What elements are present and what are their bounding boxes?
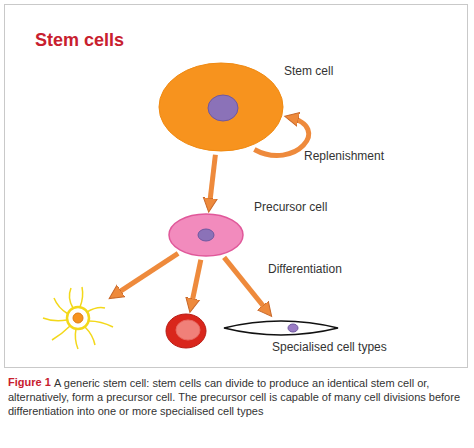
flow-arrow [224, 257, 269, 313]
stem-cell-body [159, 63, 283, 151]
red-cell-centre [176, 320, 200, 340]
flow-arrow [191, 260, 201, 309]
stem-cell: Stem cell [158, 62, 284, 152]
precursor-cell: Precursor cell [168, 213, 244, 257]
neuron-dendrite [52, 326, 70, 340]
cell-nucleus [288, 324, 298, 332]
cell-outline [158, 62, 284, 152]
neuron-dendrite [85, 327, 95, 345]
cell-outline [40, 286, 116, 352]
neuron-dendrite [69, 288, 73, 308]
cell-nucleus [198, 229, 214, 241]
neuron-dendrite [75, 329, 78, 349]
cell-outline [165, 313, 207, 349]
neuron-dendrite [54, 298, 68, 314]
diagram-title: Stem cells [35, 30, 124, 51]
neuron-dendrite [43, 318, 67, 321]
cell-nucleus [73, 313, 83, 323]
neuron-body [67, 307, 89, 329]
spindle-cell [222, 318, 340, 338]
red-cell-body [166, 314, 206, 348]
cell-name: Stem cell [284, 64, 333, 78]
flow-arrow [113, 253, 179, 296]
spindle-cell-body [224, 321, 338, 335]
group-label: Specialised cell types [272, 340, 387, 354]
figure-number: Figure 1 [8, 376, 51, 388]
precursor-cell-body [169, 214, 243, 256]
cell-nucleus [208, 95, 238, 121]
neuron-dendrite [87, 308, 105, 313]
neuron-dendrite [89, 321, 113, 327]
flow-arrow [254, 117, 308, 155]
cell-outline [222, 318, 340, 338]
flow-arrow [209, 155, 215, 208]
red-blood-cell [165, 313, 207, 349]
process-label: Differentiation [268, 262, 342, 276]
arrow-label: Replenishment [304, 149, 384, 163]
cell-outline [168, 213, 244, 257]
cell-name: Precursor cell [254, 200, 327, 214]
figure-caption: A generic stem cell: stem cells can divi… [8, 376, 466, 418]
neuron-dendrite [80, 287, 83, 307]
nerve-cell [40, 286, 116, 352]
